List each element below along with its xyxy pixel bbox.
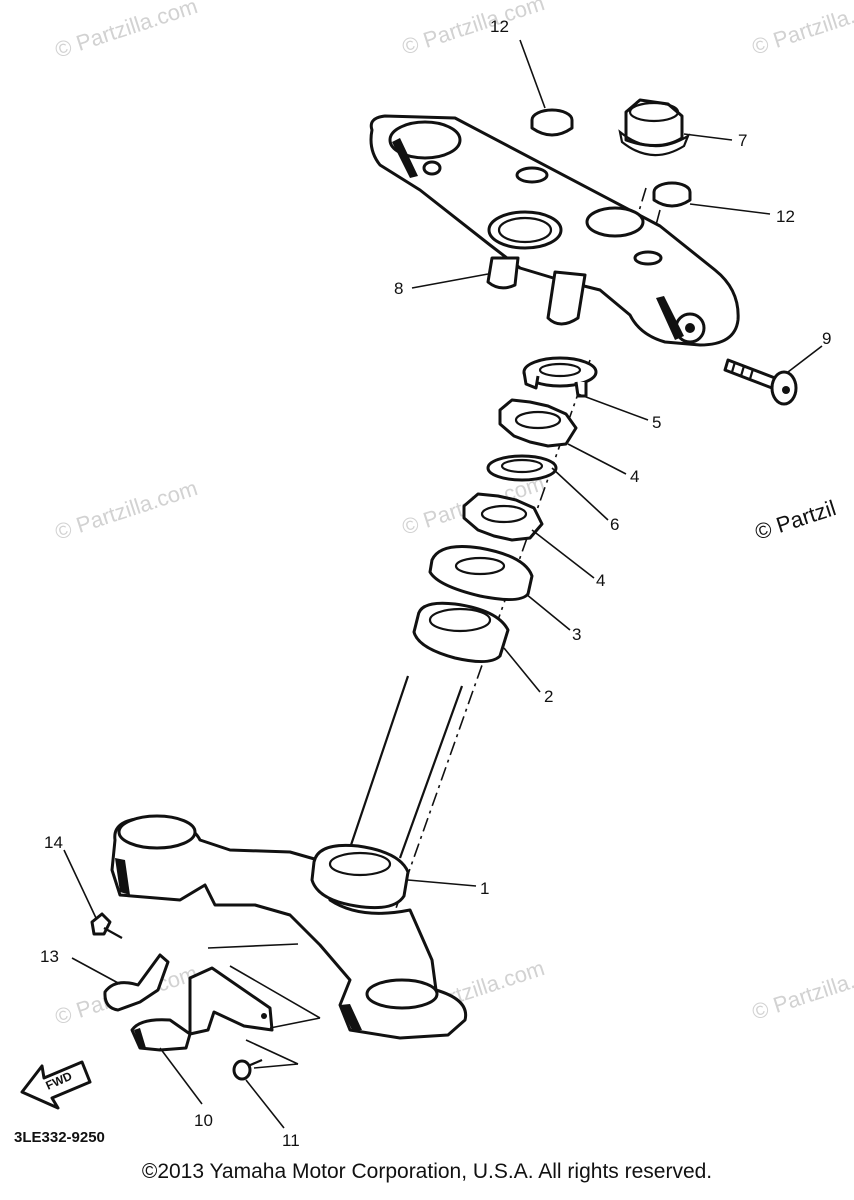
watermark: © Partzilla.com: [749, 0, 854, 60]
ring-nut: [498, 398, 578, 448]
under-bracket: [110, 814, 468, 1040]
callout-label: 10: [194, 1111, 213, 1130]
callout-label: 4: [596, 571, 605, 590]
upper-bearing: [412, 601, 510, 663]
rubber-washer: [486, 454, 558, 482]
clamp: [103, 953, 170, 1012]
watermark: © Partzilla.com: [399, 0, 548, 60]
forward-arrow-icon: FWD: [20, 1060, 92, 1110]
cap: [652, 181, 692, 208]
watermark: © Partzilla.com: [52, 475, 201, 545]
callout-label: 8: [394, 279, 403, 298]
callout-label: 2: [544, 687, 553, 706]
callout-label: 14: [44, 833, 63, 852]
holder: [130, 966, 274, 1052]
stem-nut: [618, 98, 691, 157]
lock-washer: [522, 356, 598, 398]
callout-label: 6: [610, 515, 619, 534]
watermark-cut: © Partzil: [752, 495, 839, 545]
callout-label: 13: [40, 947, 59, 966]
callout-label: 5: [652, 413, 661, 432]
callout-label: 11: [282, 1131, 300, 1150]
lower-bearing: [310, 843, 410, 910]
callout-label: 7: [738, 131, 747, 150]
diagram-code: 3LE332-9250: [14, 1129, 105, 1146]
callout-label: 9: [822, 329, 831, 348]
steering-stem: [348, 675, 464, 859]
screw: [232, 1058, 263, 1081]
callout-label: 12: [776, 207, 795, 226]
bearing-cover: [428, 545, 534, 601]
bolt: [723, 358, 798, 406]
callout-label: 1: [480, 879, 489, 898]
callout-label: 12: [490, 17, 509, 36]
cap: [530, 108, 574, 137]
watermark: © Partzilla.com: [52, 0, 201, 63]
callout-label: 3: [572, 625, 581, 644]
copyright-notice: ©2013 Yamaha Motor Corporation, U.S.A. A…: [141, 1160, 713, 1183]
leader-lines: [63, 39, 823, 1129]
callout-label: 4: [630, 467, 639, 486]
screw: [90, 912, 123, 939]
ring-nut: [462, 492, 544, 542]
upper-bracket: [369, 114, 740, 347]
watermark: © Partzilla.com: [749, 955, 854, 1025]
parts-diagram: © Partzilla.com © Partzilla.com © Partzi…: [14, 0, 854, 1150]
callouts: 12 7 12 8 9 5 4 6 4 3 2 1 14 13 10 11: [40, 17, 831, 1150]
